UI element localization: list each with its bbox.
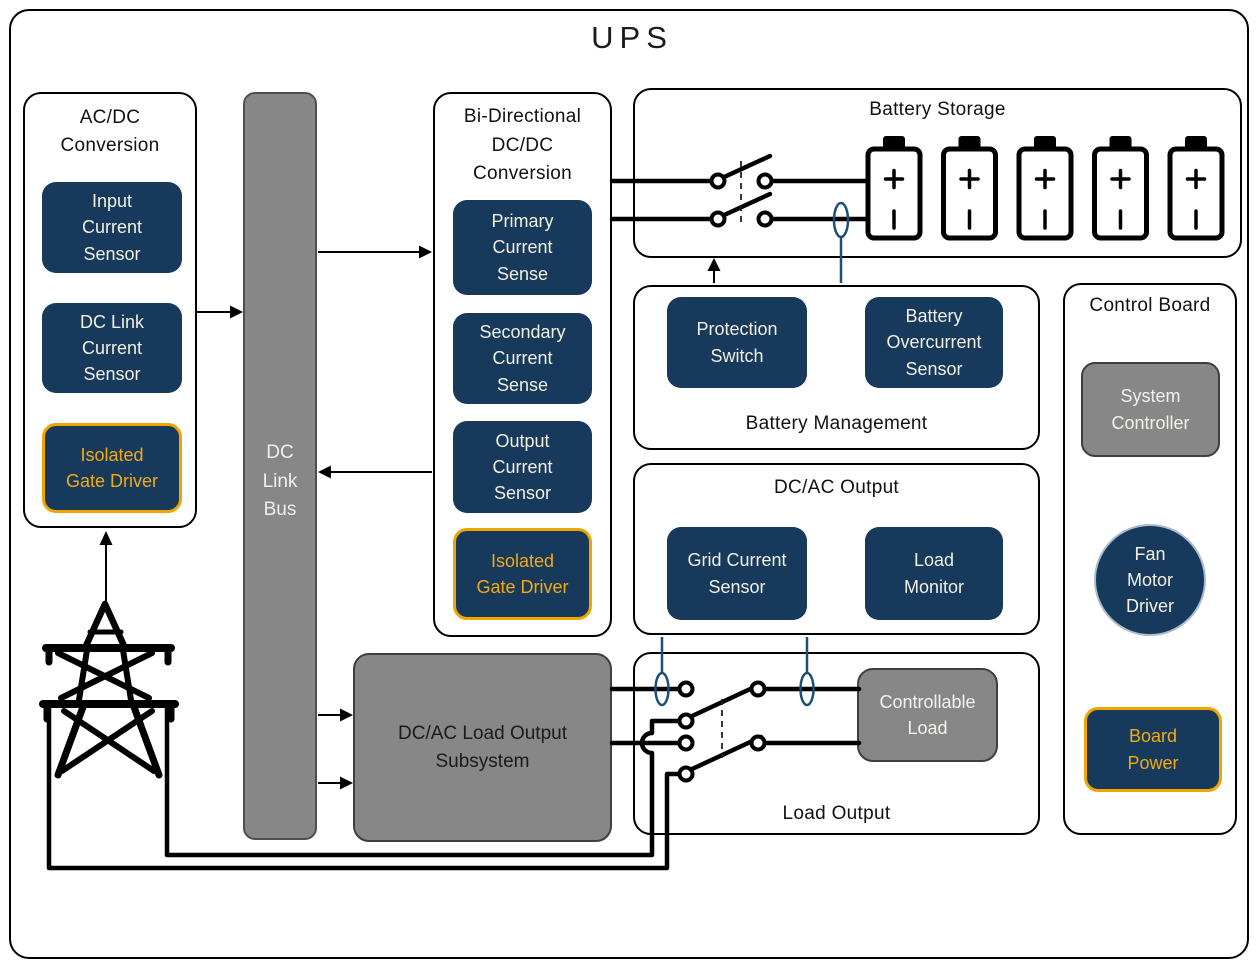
protection-switch: Protection Switch [667, 297, 807, 388]
load-monitor: Load Monitor [865, 527, 1003, 620]
bidirectional-dcdc-box [433, 92, 612, 637]
board-power: Board Power [1084, 707, 1222, 792]
control-board-title: Control Board [1089, 294, 1211, 316]
dcac-output-title: DC/AC Output [773, 476, 900, 498]
dcac-output-box [633, 463, 1040, 635]
bidirectional-dcdc-title: Bi-Directional DC/DC Conversion [463, 106, 582, 185]
system-controller: System Controller [1081, 362, 1220, 457]
grid-current-sensor: Grid Current Sensor [667, 527, 807, 620]
acdc-isolated-gate-driver: Isolated Gate Driver [42, 423, 182, 513]
dc-link-bus-label: DC Link Bus [262, 442, 298, 521]
battery-overcurrent-sensor: Battery Overcurrent Sensor [865, 297, 1003, 388]
control-board-box [1063, 283, 1237, 835]
page-title: UPS [591, 20, 673, 55]
battery-storage-title: Battery Storage [869, 98, 1006, 120]
battery-storage-box [633, 88, 1242, 258]
bidi-isolated-gate-driver: Isolated Gate Driver [453, 528, 592, 620]
acdc-conversion-box [23, 92, 197, 528]
load-output-title: Load Output [782, 802, 891, 824]
dc-link-current-sensor: DC Link Current Sensor [42, 303, 182, 393]
output-current-sensor: Output Current Sensor [453, 421, 592, 513]
dcac-load-output-subsystem: DC/AC Load Output Subsystem [353, 653, 612, 842]
diagram-border [9, 9, 1249, 959]
battery-management-title: Battery Management [745, 412, 928, 434]
primary-current-sense: Primary Current Sense [453, 200, 592, 295]
input-current-sensor: Input Current Sensor [42, 182, 182, 273]
acdc-conversion-title: AC/DC Conversion [60, 106, 160, 157]
battery-management-box [633, 285, 1040, 450]
secondary-current-sense: Secondary Current Sense [453, 313, 592, 404]
fan-motor-driver: Fan Motor Driver [1094, 524, 1206, 636]
controllable-load: Controllable Load [857, 668, 998, 762]
